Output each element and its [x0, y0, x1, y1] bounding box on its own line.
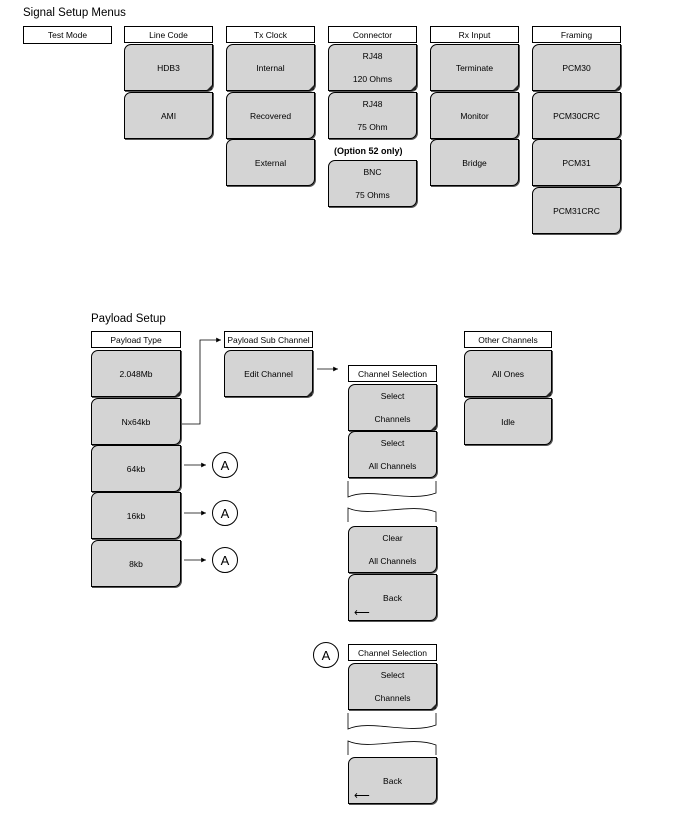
tx-clock-external-button[interactable]: External	[226, 139, 315, 186]
button-label-line2: 75 Ohm	[357, 122, 388, 132]
select-all-channels-button[interactable]: Select All Channels	[348, 431, 437, 478]
payload-sub-channel-header: Payload Sub Channel	[224, 331, 313, 348]
button-label: Internal	[256, 62, 285, 73]
test-mode-button[interactable]: Test Mode	[23, 26, 112, 44]
button-label: Back	[383, 592, 402, 603]
button-label-line2: Channels	[374, 414, 411, 424]
button-label: Terminate	[455, 62, 494, 73]
back-button[interactable]: Back ⟵	[348, 574, 437, 621]
channel-selection-a-header: Channel Selection	[348, 644, 437, 661]
framing-pcm31-button[interactable]: PCM31	[532, 139, 621, 186]
tx-clock-recovered-button[interactable]: Recovered	[226, 92, 315, 139]
submenu-indicator	[175, 391, 180, 396]
reference-marker-a: A	[212, 547, 238, 573]
submenu-indicator	[309, 85, 314, 90]
rx-input-bridge-button[interactable]: Bridge	[430, 139, 519, 186]
connector-rj48-75-button[interactable]: RJ48 75 Ohm	[328, 92, 417, 139]
option-52-note: (Option 52 only)	[334, 146, 403, 156]
button-label: HDB3	[157, 62, 180, 73]
idle-button[interactable]: Idle	[464, 398, 552, 445]
button-label: Nx64kb	[121, 416, 151, 427]
submenu-indicator	[546, 391, 551, 396]
button-label-line2: All Channels	[368, 556, 417, 566]
button-label-line2: 75 Ohms	[355, 190, 390, 200]
other-channels-header: Other Channels	[464, 331, 552, 348]
button-label-line1: RJ48	[362, 99, 383, 109]
break-symbol	[347, 481, 437, 522]
line-code-hdb3-button[interactable]: HDB3	[124, 44, 213, 91]
payload-64kb-button[interactable]: 64kb	[91, 445, 181, 492]
connector-rj48-120-button[interactable]: RJ48 120 Ohms	[328, 44, 417, 91]
button-label-line1: BNC	[363, 167, 382, 177]
select-channels-button[interactable]: Select Channels	[348, 663, 437, 710]
button-label-line1: RJ48	[362, 51, 383, 61]
button-label: 16kb	[126, 510, 146, 521]
select-channels-button[interactable]: Select Channels	[348, 384, 437, 431]
submenu-indicator	[207, 85, 212, 90]
back-button[interactable]: Back ⟵	[348, 757, 437, 804]
all-ones-button[interactable]: All Ones	[464, 350, 552, 397]
submenu-indicator	[307, 391, 312, 396]
reference-marker-a: A	[313, 642, 339, 668]
rx-input-terminate-button[interactable]: Terminate	[430, 44, 519, 91]
reference-marker-a: A	[212, 452, 238, 478]
submenu-indicator	[411, 85, 416, 90]
payload-16kb-button[interactable]: 16kb	[91, 492, 181, 539]
button-label-line1: Clear	[382, 533, 403, 543]
submenu-indicator	[431, 425, 436, 430]
channel-selection-header: Channel Selection	[348, 365, 437, 382]
tx-clock-header: Tx Clock	[226, 26, 315, 43]
button-label-line2: 120 Ohms	[352, 74, 393, 84]
button-label-line2: Channels	[374, 693, 411, 703]
reference-marker-a: A	[212, 500, 238, 526]
button-label: PCM30CRC	[553, 110, 600, 121]
button-label: 8kb	[129, 558, 143, 569]
button-label: External	[254, 157, 287, 168]
signal-setup-title: Signal Setup Menus	[23, 7, 126, 19]
button-label: Recovered	[249, 110, 292, 121]
rx-input-header: Rx Input	[430, 26, 519, 43]
rx-input-monitor-button[interactable]: Monitor	[430, 92, 519, 139]
button-label: PCM31CRC	[553, 205, 600, 216]
button-label: Back	[383, 775, 402, 786]
connector-header: Connector	[328, 26, 417, 43]
button-label: PCM30	[562, 62, 591, 73]
payload-type-header: Payload Type	[91, 331, 181, 348]
arrow-nx64kb-to-sub-channel	[181, 337, 221, 425]
edit-channel-button[interactable]: Edit Channel	[224, 350, 313, 397]
break-symbol	[347, 713, 437, 755]
button-label-line1: Select	[380, 391, 405, 401]
button-label: Monitor	[460, 110, 489, 121]
line-code-ami-button[interactable]: AMI	[124, 92, 213, 139]
framing-pcm31crc-button[interactable]: PCM31CRC	[532, 187, 621, 234]
back-arrow-icon: ⟵	[354, 790, 370, 802]
payload-setup-title: Payload Setup	[91, 313, 166, 325]
line-code-header: Line Code	[124, 26, 213, 43]
framing-header: Framing	[532, 26, 621, 43]
button-label-line2: All Channels	[368, 461, 417, 471]
button-label: PCM31	[562, 157, 591, 168]
button-label: Edit Channel	[244, 368, 293, 379]
button-label: AMI	[160, 110, 177, 121]
button-label: 2.048Mb	[119, 368, 153, 379]
button-label: Idle	[501, 416, 515, 427]
payload-2048mb-button[interactable]: 2.048Mb	[91, 350, 181, 397]
back-arrow-icon: ⟵	[354, 607, 370, 619]
button-label-line1: Select	[380, 670, 405, 680]
payload-8kb-button[interactable]: 8kb	[91, 540, 181, 587]
framing-pcm30crc-button[interactable]: PCM30CRC	[532, 92, 621, 139]
submenu-indicator	[615, 85, 620, 90]
button-label: All Ones	[491, 368, 525, 379]
button-label: Bridge	[462, 157, 487, 168]
connector-bnc-75-button[interactable]: BNC 75 Ohms	[328, 160, 417, 207]
submenu-indicator	[431, 704, 436, 709]
payload-nx64kb-button[interactable]: Nx64kb	[91, 398, 181, 445]
submenu-indicator	[513, 85, 518, 90]
button-label: 64kb	[126, 463, 146, 474]
button-label-line1: Select	[380, 438, 405, 448]
tx-clock-internal-button[interactable]: Internal	[226, 44, 315, 91]
clear-all-channels-button[interactable]: Clear All Channels	[348, 526, 437, 573]
framing-pcm30-button[interactable]: PCM30	[532, 44, 621, 91]
